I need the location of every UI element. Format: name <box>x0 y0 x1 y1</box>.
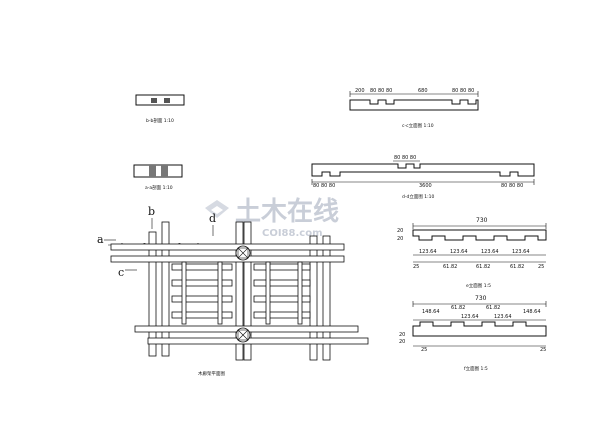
svg-text:123.64: 123.64 <box>494 314 512 320</box>
section-b-title: b-b剖面 1:10 <box>146 117 174 124</box>
svg-text:123.64: 123.64 <box>512 249 530 255</box>
svg-text:680: 680 <box>418 88 428 94</box>
svg-text:123.64: 123.64 <box>461 314 479 320</box>
label-c: c <box>118 266 124 279</box>
svg-text:61.82: 61.82 <box>443 264 457 270</box>
watermark-en: COI88.com <box>262 228 323 239</box>
svg-text:80: 80 <box>378 88 384 94</box>
svg-text:61.82: 61.82 <box>510 264 524 270</box>
elevation-2: 730 148.64 61.82 61.82 148.64 123.64 123… <box>399 295 547 372</box>
svg-text:80: 80 <box>386 88 392 94</box>
svg-text:730: 730 <box>476 217 488 224</box>
svg-text:20: 20 <box>397 228 403 234</box>
svg-text:80: 80 <box>370 88 376 94</box>
section-d-title: d-d立面图 1:10 <box>402 193 435 200</box>
svg-text:80: 80 <box>452 88 458 94</box>
elev1-title: e立面图 1:5 <box>466 282 491 289</box>
svg-text:25: 25 <box>540 347 546 353</box>
plan-title: 木廊架平面图 <box>198 370 225 377</box>
column-joint-top <box>235 245 251 261</box>
label-b: b <box>148 205 155 218</box>
svg-text:123.64: 123.64 <box>419 249 437 255</box>
svg-text:20: 20 <box>399 332 405 338</box>
elevation-c: 200 80 80 80 680 80 80 80 c-c立面图 1:10 <box>349 88 479 129</box>
svg-text:80: 80 <box>460 88 466 94</box>
svg-text:25: 25 <box>421 347 427 353</box>
elevation-d: 80 80 80 80 80 80 3600 80 80 80 d-d立面图 1… <box>311 155 535 200</box>
label-d: d <box>209 212 216 225</box>
section-a: a-a剖面 1:10 <box>133 164 183 191</box>
svg-text:148.64: 148.64 <box>422 309 440 315</box>
svg-text:123.64: 123.64 <box>481 249 499 255</box>
svg-text:80 80 80: 80 80 80 <box>501 183 523 189</box>
svg-text:61.82: 61.82 <box>476 264 490 270</box>
column-joint-bottom <box>235 327 251 343</box>
svg-text:80 80 80: 80 80 80 <box>394 155 416 161</box>
svg-text:730: 730 <box>475 295 487 302</box>
svg-text:25: 25 <box>538 264 544 270</box>
section-c-title: c-c立面图 1:10 <box>402 122 434 129</box>
svg-text:25: 25 <box>413 264 419 270</box>
section-a-title: a-a剖面 1:10 <box>145 184 173 191</box>
section-b: b-b剖面 1:10 <box>135 94 185 124</box>
svg-text:61.82: 61.82 <box>486 305 500 311</box>
svg-text:148.64: 148.64 <box>523 309 541 315</box>
watermark-cn: 土木在线 <box>235 197 339 227</box>
watermark: 土木在线 COI88.com <box>205 197 339 239</box>
plan-view: b d a c 4 3 3 4 <box>97 205 369 377</box>
svg-text:3600: 3600 <box>419 183 432 189</box>
svg-text:200: 200 <box>355 88 365 94</box>
svg-text:123.64: 123.64 <box>450 249 468 255</box>
elev2-title: f立面图 1:5 <box>464 365 488 372</box>
elevation-1: 730 20 20 123.64 123.64 123.64 123.64 25… <box>397 217 547 289</box>
svg-text:80: 80 <box>468 88 474 94</box>
svg-text:20: 20 <box>397 236 403 242</box>
svg-text:20: 20 <box>399 339 405 345</box>
svg-text:80 80 80: 80 80 80 <box>313 183 335 189</box>
svg-text:61.82: 61.82 <box>451 305 465 311</box>
label-a: a <box>97 233 104 246</box>
